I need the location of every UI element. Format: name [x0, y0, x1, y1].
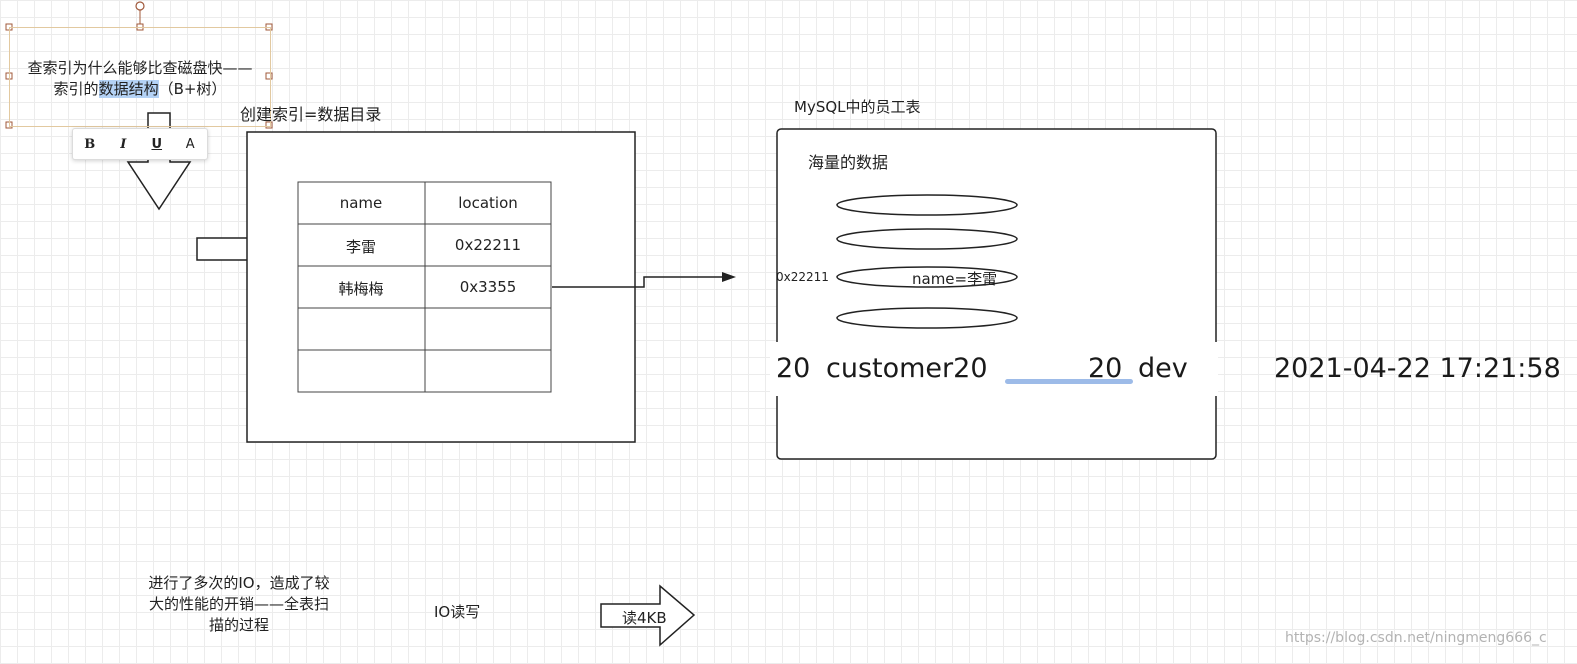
font-color-button[interactable]: A: [185, 136, 195, 152]
index-box[interactable]: [246, 131, 636, 443]
record-ellipse-2[interactable]: [836, 228, 1018, 250]
record-ellipse-4[interactable]: [836, 307, 1018, 329]
down-arrow-shape[interactable]: [126, 112, 192, 211]
index-cell-location-2[interactable]: 0x3355: [459, 278, 517, 296]
resize-handle-mr[interactable]: [265, 72, 273, 80]
index-cell-name-1[interactable]: 李雷: [345, 238, 376, 256]
index-header-name[interactable]: name: [339, 194, 383, 212]
data-row-datetime: 2021-04-22 17:21:58: [1274, 353, 1561, 384]
selected-text-box[interactable]: [9, 27, 271, 127]
index-table-grid: [297, 181, 552, 393]
address-label[interactable]: 0x22211: [776, 270, 829, 284]
selected-text-line2-suffix: （B+树）: [158, 80, 227, 98]
record-ellipse-3[interactable]: [836, 266, 1018, 288]
format-toolbar: B I U A: [72, 128, 208, 160]
index-label[interactable]: 创建索引=数据目录: [240, 105, 382, 124]
employee-table-label[interactable]: MySQL中的员工表: [794, 98, 921, 116]
selected-text-line1: 查索引为什么能够比查磁盘快——: [27, 59, 253, 77]
data-row-id: 20: [776, 353, 811, 384]
index-cell-name-2[interactable]: 韩梅梅: [338, 280, 384, 298]
data-row-dept: dev: [1138, 353, 1188, 384]
selected-text-highlight: 数据结构: [98, 80, 159, 98]
read-arrow-label[interactable]: 读4KB: [622, 609, 667, 627]
io-note-line2: 大的性能的开销——全表扫: [148, 595, 329, 613]
record-label[interactable]: name=李雷: [912, 270, 998, 288]
record-ellipse-1[interactable]: [836, 194, 1018, 216]
underline-button[interactable]: U: [151, 136, 163, 152]
rotate-handle[interactable]: [135, 1, 145, 11]
read-arrow-shape[interactable]: [600, 584, 696, 647]
selected-text-line2-prefix: 索引的: [53, 80, 99, 98]
selected-text[interactable]: 查索引为什么能够比查磁盘快—— 索引的数据结构（B+树）: [9, 58, 271, 100]
watermark: https://blog.csdn.net/ningmeng666_c: [1285, 630, 1547, 646]
index-cell-location-1[interactable]: 0x22211: [454, 236, 522, 254]
index-header-location[interactable]: location: [458, 194, 518, 212]
io-note[interactable]: 进行了多次的IO，造成了较 大的性能的开销——全表扫 描的过程: [124, 573, 354, 636]
data-row-customer: customer20: [826, 353, 988, 384]
italic-button[interactable]: I: [120, 136, 127, 152]
massive-data-label[interactable]: 海量的数据: [808, 153, 889, 172]
data-row-num: 20: [1088, 353, 1123, 384]
text-cursor-underline: [1005, 379, 1133, 384]
employee-table-box[interactable]: [776, 128, 1217, 460]
resize-handle-br[interactable]: [265, 121, 273, 129]
io-note-line1: 进行了多次的IO，造成了较: [148, 574, 330, 592]
bold-button[interactable]: B: [84, 136, 96, 152]
io-note-line3: 描的过程: [208, 616, 269, 634]
data-row-strip: [770, 342, 1218, 396]
pointer-arrowhead: [722, 272, 736, 282]
pointer-connector[interactable]: [552, 276, 726, 288]
io-rw-label[interactable]: IO读写: [434, 603, 481, 621]
